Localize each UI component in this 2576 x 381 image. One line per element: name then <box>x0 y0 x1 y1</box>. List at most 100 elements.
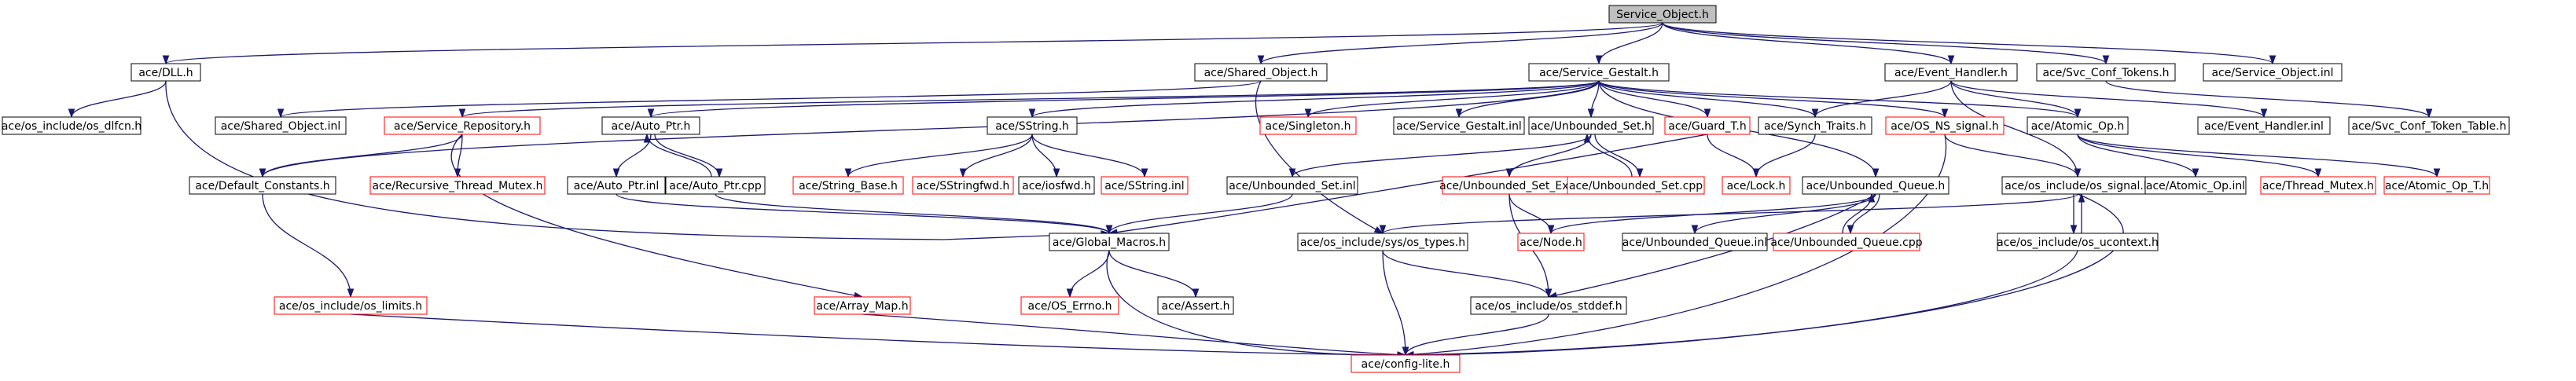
node-label: ace/Atomic_Op_T.h <box>2385 180 2489 192</box>
node-unbounded-queue-cpp[interactable]: ace/Unbounded_Queue.cpp <box>1770 233 1923 251</box>
node-os-errno-h[interactable]: ace/OS_Errno.h <box>1020 296 1119 315</box>
edge-line <box>1255 80 1384 234</box>
arrowhead-icon <box>643 133 651 143</box>
node-label: ace/SString.inl <box>1104 180 1184 192</box>
node-dll-h[interactable]: ace/DLL.h <box>130 63 201 82</box>
node-box <box>912 176 1014 195</box>
node-service-object-inl[interactable]: ace/Service_Object.inl <box>2203 63 2343 82</box>
node-unbounded-set-cpp[interactable]: ace/Unbounded_Set.cpp <box>1567 176 1705 195</box>
node-recursive-thread-mutex-h[interactable]: ace/Recursive_Thread_Mutex.h <box>369 176 546 195</box>
node-service-object-h[interactable]: Service_Object.h <box>1608 5 1717 24</box>
node-assert-h[interactable]: ace/Assert.h <box>1157 296 1234 315</box>
node-os-signal-h[interactable]: ace/os_include/os_signal.h <box>2001 176 2154 195</box>
edge-line <box>847 134 1033 178</box>
include-edge-event-handler-h-to-atomic-op-h <box>1950 80 2082 119</box>
include-edge-service-repository-h-to-default-constants-h <box>259 134 463 178</box>
edge-line <box>165 80 1110 240</box>
node-shared-object-inl[interactable]: ace/Shared_Object.inl <box>215 116 347 135</box>
node-service-gestalt-h[interactable]: ace/Service_Gestalt.h <box>1528 63 1670 82</box>
edge-line <box>1707 134 1757 178</box>
node-box <box>2 116 141 135</box>
include-edge-service-gestalt-h-to-service-gestalt-inl <box>1455 80 1600 119</box>
arrowhead-icon <box>1304 108 1312 119</box>
node-unbounded-queue-h[interactable]: ace/Unbounded_Queue.h <box>1802 176 1949 195</box>
node-auto-ptr-h[interactable]: ace/Auto_Ptr.h <box>601 116 700 135</box>
node-label: ace/os_include/os_limits.h <box>279 300 422 313</box>
node-box <box>1020 296 1119 315</box>
include-edge-array-map-h-to-config-lite-h <box>862 313 1407 358</box>
node-global-macros-h[interactable]: ace/Global_Macros.h <box>1049 233 1170 251</box>
edge-line <box>1662 22 2107 64</box>
node-atomic-op-h[interactable]: ace/Atomic_Op.h <box>2027 116 2129 135</box>
node-lock-h[interactable]: ace/Lock.h <box>1722 176 1791 195</box>
node-unbounded-set-h[interactable]: ace/Unbounded_Set.h <box>1528 116 1654 135</box>
node-atomic-op-t-h[interactable]: ace/Atomic_Op_T.h <box>2383 176 2490 195</box>
arrowhead-icon <box>1868 192 1876 203</box>
arrowhead-icon <box>1066 288 1074 299</box>
node-label: ace/SStringfwd.h <box>917 180 1010 192</box>
arrowhead-icon <box>2260 108 2268 119</box>
include-edge-global-macros-h-to-assert-h <box>1108 250 1200 299</box>
edge-line <box>862 313 1406 356</box>
arrowhead-icon <box>1595 55 1603 65</box>
node-label: ace/Singleton.h <box>1266 120 1351 133</box>
node-os-ucontext-h[interactable]: ace/os_include/os_ucontext.h <box>1997 233 2159 251</box>
node-label: ace/os_include/os_signal.h <box>2005 180 2151 192</box>
node-sstring-h[interactable]: ace/SString.h <box>987 116 1078 135</box>
node-singleton-h[interactable]: ace/Singleton.h <box>1259 116 1357 135</box>
node-unbounded-set-ex-h[interactable]: ace/Unbounded_Set_Ex.h <box>1439 176 1579 195</box>
node-label: ace/String_Base.h <box>799 180 898 192</box>
node-label: ace/Service_Repository.h <box>394 120 531 133</box>
node-os-limits-h[interactable]: ace/os_include/os_limits.h <box>274 296 428 315</box>
edge-line <box>1755 134 1816 178</box>
node-array-map-h[interactable]: ace/Array_Map.h <box>814 296 911 315</box>
node-service-gestalt-inl[interactable]: ace/Service_Gestalt.inl <box>1393 116 1525 135</box>
node-event-handler-h[interactable]: ace/Event_Handler.h <box>1884 63 2018 82</box>
node-guard-t-h[interactable]: ace/Guard_T.h <box>1664 116 1751 135</box>
node-default-constants-h[interactable]: ace/Default_Constants.h <box>189 176 336 195</box>
node-os-dlfcn-h[interactable]: ace/os_include/os_dlfcn.h <box>2 116 141 135</box>
include-edge-os-signal-h-to-sys-os-types-h <box>1379 193 2078 235</box>
node-sstringfwd-h[interactable]: ace/SStringfwd.h <box>912 176 1014 195</box>
node-synch-traits-h[interactable]: ace/Synch_Traits.h <box>1758 116 1872 135</box>
include-edge-service-gestalt-h-to-guard-t-h <box>1598 80 1711 119</box>
node-auto-ptr-cpp[interactable]: ace/Auto_Ptr.cpp <box>665 176 766 195</box>
node-auto-ptr-inl[interactable]: ace/Auto_Ptr.inl <box>567 176 666 195</box>
node-atomic-op-inl[interactable]: ace/Atomic_Op.inl <box>2144 176 2247 195</box>
include-edge-global-macros-h-to-config-lite-h <box>1106 250 1407 359</box>
node-thread-mutex-h[interactable]: ace/Thread_Mutex.h <box>2260 176 2376 195</box>
include-edge-sstring-h-to-sstring-inl <box>1031 134 1148 178</box>
node-svc-conf-tokens-h[interactable]: ace/Svc_Conf_Tokens.h <box>2036 63 2176 82</box>
node-box <box>1884 63 2018 82</box>
node-os-stddef-h[interactable]: ace/os_include/os_stddef.h <box>1470 296 1627 315</box>
arrowhead-icon <box>259 168 266 178</box>
edge-line <box>1950 80 2265 118</box>
node-box <box>1517 233 1585 251</box>
node-iosfwd-h[interactable]: ace/iosfwd.h <box>1018 176 1095 195</box>
arrowhead-icon <box>1752 168 1760 178</box>
node-box <box>384 116 541 135</box>
edge-line <box>2077 134 2438 178</box>
node-label: ace/Unbounded_Set_Ex.h <box>1439 180 1579 192</box>
node-service-repository-h[interactable]: ace/Service_Repository.h <box>384 116 541 135</box>
node-sstring-inl[interactable]: ace/SString.inl <box>1101 176 1189 195</box>
node-event-handler-inl[interactable]: ace/Event_Handler.inl <box>2197 116 2331 135</box>
node-sys-os-types-h[interactable]: ace/os_include/sys/os_types.h <box>1297 233 1468 251</box>
node-string-base-h[interactable]: ace/String_Base.h <box>792 176 904 195</box>
include-edge-unbounded-set-ex-h-to-node-h <box>1508 193 1555 235</box>
node-shared-object-h[interactable]: ace/Shared_Object.h <box>1194 63 1328 82</box>
node-unbounded-set-inl[interactable]: ace/Unbounded_Set.inl <box>1226 176 1358 195</box>
edge-line <box>1405 250 2078 356</box>
node-label: ace/Node.h <box>1520 236 1582 249</box>
node-node-h[interactable]: ace/Node.h <box>1517 233 1585 251</box>
node-os-ns-signal-h[interactable]: ace/OS_NS_signal.h <box>1885 116 2005 135</box>
node-unbounded-queue-inl[interactable]: ace/Unbounded_Queue.inl <box>1622 233 1768 251</box>
include-edge-service-gestalt-h-to-unbounded-set-h <box>1587 80 1600 119</box>
node-svc-conf-token-table-h[interactable]: ace/Svc_Conf_Token_Table.h <box>2348 116 2510 135</box>
include-edge-dll-h-to-os-dlfcn-h <box>68 80 167 119</box>
node-box <box>567 176 666 195</box>
node-box <box>1608 5 1717 24</box>
include-edge-os-signal-h-to-os-ucontext-h <box>2070 194 2078 235</box>
arrowhead-icon <box>1941 108 1949 119</box>
node-config-lite-h[interactable]: ace/config-lite.h <box>1350 354 1461 373</box>
